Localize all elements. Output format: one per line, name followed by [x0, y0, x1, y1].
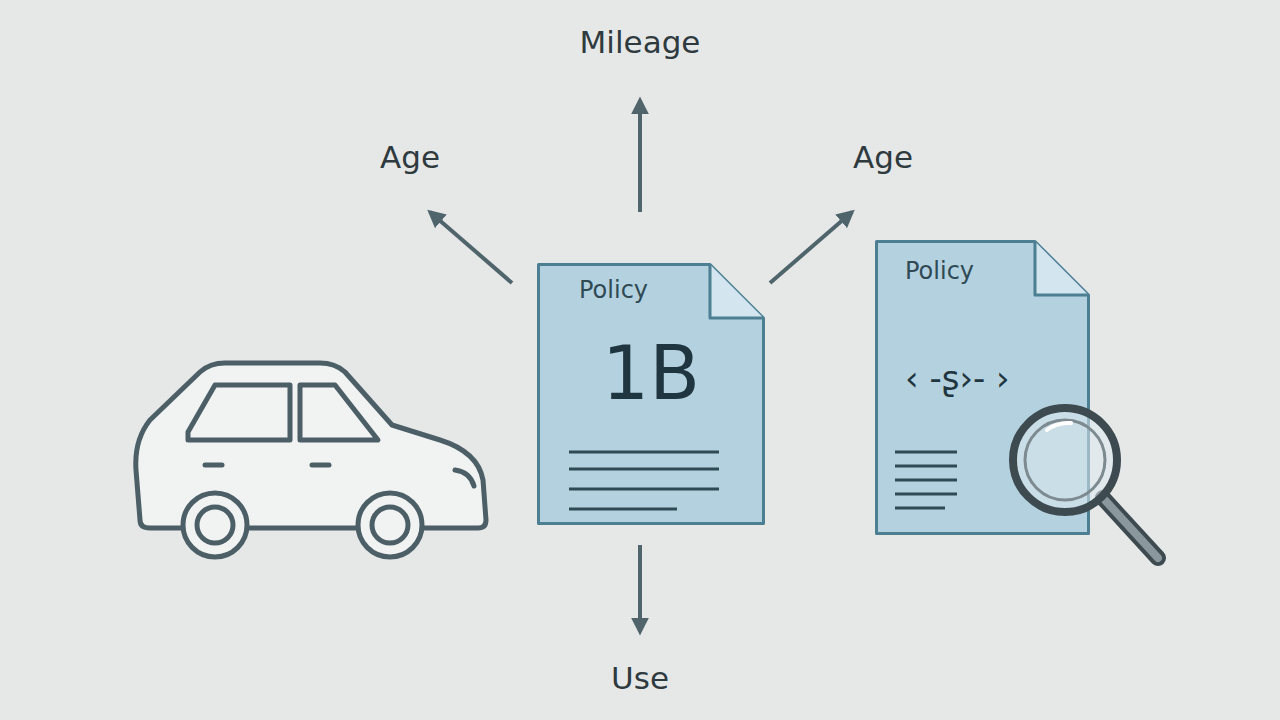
document-code: 1B: [537, 333, 765, 414]
arrow-up-left: [430, 212, 512, 283]
text-line: [569, 488, 719, 491]
text-line: [569, 508, 677, 511]
text-line: [895, 479, 957, 482]
policy-document: Policy 1B: [537, 263, 765, 525]
policy-document: Policy ‹ -ʂ›- ›: [875, 240, 1090, 535]
factor-label: Use: [611, 661, 669, 695]
magnifier-icon: [1013, 408, 1158, 558]
document-code: ‹ -ʂ›- ›: [905, 360, 1010, 397]
text-line: [895, 465, 957, 468]
direction-arrows: [430, 100, 852, 632]
car-icon: [136, 363, 486, 557]
arrow-down: [638, 545, 642, 632]
factor-label: Age: [853, 140, 913, 174]
text-line: [895, 451, 957, 454]
arrow-up: [638, 100, 642, 212]
text-line: [895, 507, 945, 510]
folded-corner: [710, 265, 764, 319]
arrow-up-right: [770, 212, 852, 283]
document-title: Policy: [579, 277, 648, 303]
folded-corner: [1035, 242, 1089, 296]
document-title: Policy: [905, 258, 974, 284]
text-line: [569, 451, 719, 454]
factor-label: Age: [380, 140, 440, 174]
factor-label: Mileage: [580, 25, 701, 59]
text-line: [895, 493, 957, 496]
text-line: [569, 468, 719, 471]
